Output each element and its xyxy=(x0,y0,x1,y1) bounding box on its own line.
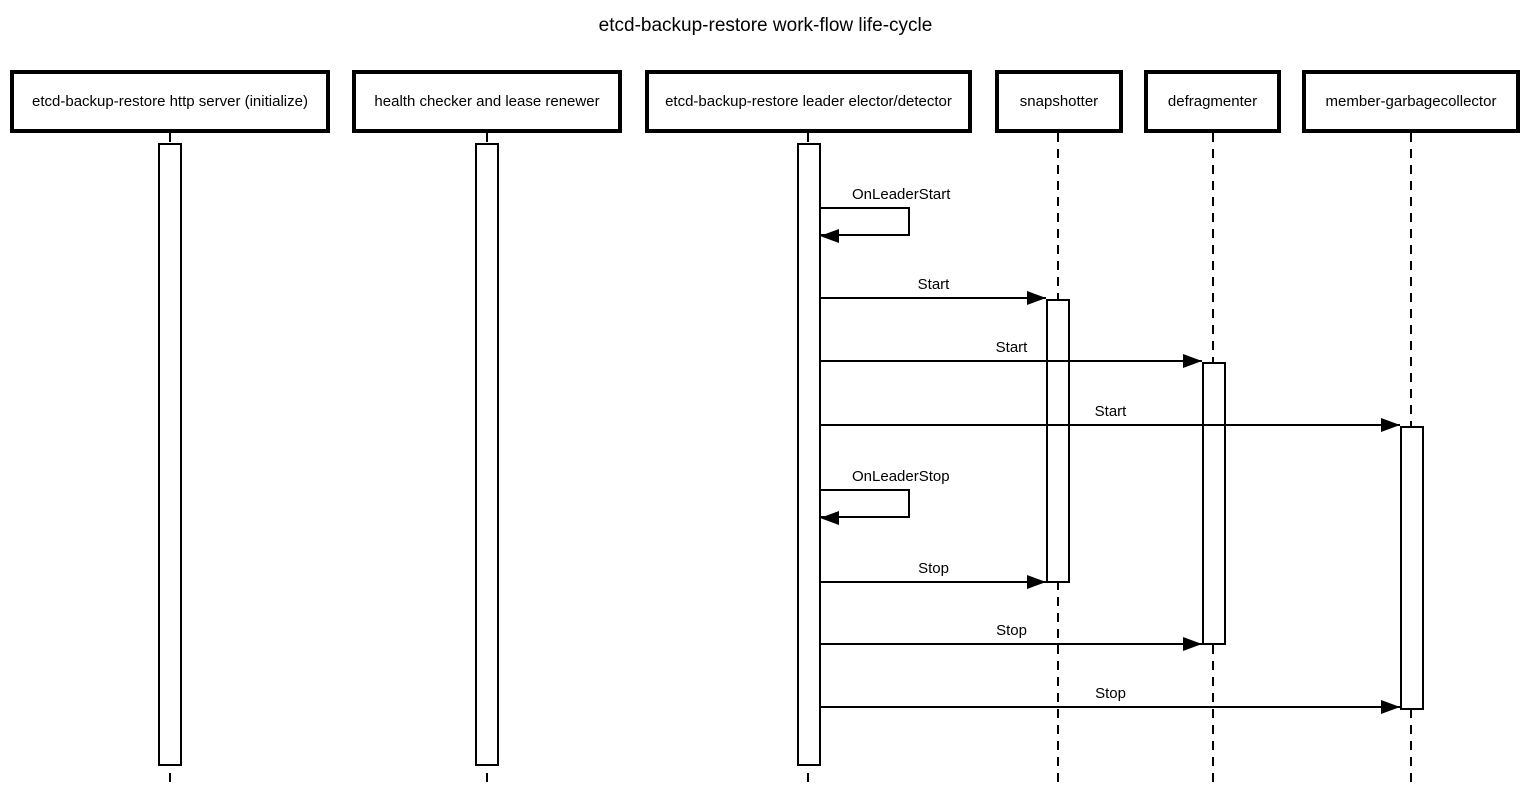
participant-snapshotter: snapshotter xyxy=(995,70,1123,133)
message-label: OnLeaderStart xyxy=(852,186,951,203)
message-start-to-snapshotter: Start xyxy=(821,276,1046,305)
message-stop-to-snapshotter: Stop xyxy=(821,560,1046,589)
participant-http-server: etcd-backup-restore http server (initial… xyxy=(10,70,330,133)
participant-label: member-garbagecollector xyxy=(1325,93,1497,110)
self-message-onleaderstart: OnLeaderStart xyxy=(820,186,950,243)
arrowhead-right-icon xyxy=(1183,354,1202,368)
message-stop-to-member-garbagecollector: Stop xyxy=(821,685,1400,714)
participant-label: snapshotter xyxy=(1019,93,1099,110)
message-label: Stop xyxy=(1095,685,1126,702)
participant-leader-elector: etcd-backup-restore leader elector/detec… xyxy=(645,70,972,133)
activation-leader-elector xyxy=(797,143,821,766)
message-label: Stop xyxy=(918,560,949,577)
activation-snapshotter xyxy=(1046,299,1070,583)
arrowhead-right-icon xyxy=(1381,700,1400,714)
arrowhead-right-icon xyxy=(1027,575,1046,589)
message-start-to-member-garbagecollector: Start xyxy=(821,403,1400,432)
arrowhead-left-icon xyxy=(820,229,839,243)
participant-member-garbagecollector: member-garbagecollector xyxy=(1302,70,1520,133)
message-label: OnLeaderStop xyxy=(852,468,950,485)
participant-label: etcd-backup-restore leader elector/detec… xyxy=(665,93,952,110)
message-start-to-defragmenter: Start xyxy=(821,339,1202,368)
participant-defragmenter: defragmenter xyxy=(1144,70,1281,133)
arrowhead-left-icon xyxy=(820,511,839,525)
message-label: Start xyxy=(917,276,950,293)
arrowhead-right-icon xyxy=(1183,637,1202,651)
message-label: Start xyxy=(995,339,1028,356)
participant-label: etcd-backup-restore http server (initial… xyxy=(32,93,308,110)
activation-health-checker xyxy=(475,143,499,766)
activation-member-garbagecollector xyxy=(1400,426,1424,710)
activation-defragmenter xyxy=(1202,362,1226,645)
participant-health-checker: health checker and lease renewer xyxy=(352,70,622,133)
arrowhead-right-icon xyxy=(1027,291,1046,305)
activation-http-server xyxy=(158,143,182,766)
message-label: Start xyxy=(1094,403,1127,420)
diagram-title: etcd-backup-restore work-flow life-cycle xyxy=(598,15,933,36)
participant-label: health checker and lease renewer xyxy=(374,93,600,110)
message-stop-to-defragmenter: Stop xyxy=(821,622,1202,651)
participant-label: defragmenter xyxy=(1167,93,1258,110)
self-message-onleaderstop: OnLeaderStop xyxy=(820,468,950,525)
arrowhead-right-icon xyxy=(1381,418,1400,432)
message-label: Stop xyxy=(996,622,1027,639)
